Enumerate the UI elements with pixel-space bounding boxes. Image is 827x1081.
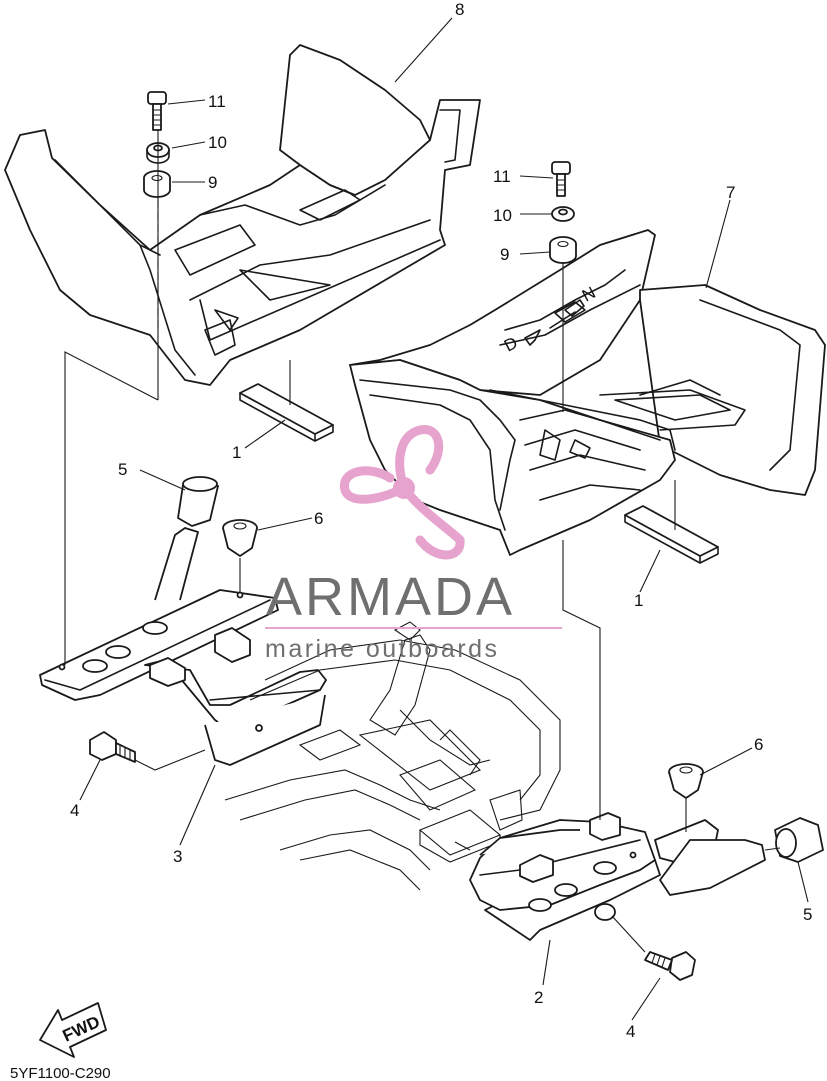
bolt-part-4-right (644, 951, 696, 981)
left-bracket-part-3 (39, 527, 327, 766)
grommet-part-6-right (668, 763, 704, 799)
bolt-part-11-left (147, 91, 167, 131)
right-bracket-part-2 (469, 812, 766, 941)
callout-11-right: 11 (493, 167, 511, 186)
grommet-part-6-left (222, 519, 258, 557)
propeller-hub (393, 477, 415, 499)
grommet-part-9-left (143, 170, 171, 198)
rubber-pad-part-1-left (239, 383, 334, 442)
watermark-brand: ARMADA (266, 567, 515, 627)
callout-2: 2 (534, 988, 543, 1007)
left-footrest-part-8 (4, 44, 481, 386)
callout-9-right: 9 (500, 245, 509, 264)
callout-6-left: 6 (314, 509, 323, 528)
fwd-arrow-icon (39, 1002, 107, 1058)
callout-1-right: 1 (634, 591, 643, 610)
callout-4-left: 4 (70, 801, 79, 820)
callout-10-left: 10 (208, 133, 227, 152)
callout-6-right: 6 (754, 735, 763, 754)
fwd-arrow: FWD (39, 1002, 107, 1058)
right-footrest-part-7 (349, 229, 826, 556)
callout-3: 3 (173, 847, 182, 866)
callout-4-right: 4 (626, 1022, 635, 1041)
watermark-tagline: marine outboards (265, 635, 500, 663)
bolt-part-4-left (89, 731, 136, 763)
callout-8: 8 (455, 0, 464, 19)
callout-11-left: 11 (208, 92, 226, 111)
rubber-pad-part-1-right (624, 505, 719, 564)
callout-5-left: 5 (118, 460, 127, 479)
callout-labels: 8 11 10 9 1 5 6 4 3 7 11 10 9 1 6 5 2 4 (70, 0, 812, 1041)
callout-5-right: 5 (803, 905, 812, 924)
diagram-code: 5YF1100-C290 (10, 1065, 111, 1081)
propeller-logo-icon (340, 425, 465, 560)
washer-part-10-right (551, 206, 575, 222)
callout-1-left: 1 (232, 443, 241, 462)
armada-watermark: ARMADA marine outboards (265, 425, 562, 663)
assembly-lines (64, 130, 781, 953)
callout-10-right: 10 (493, 206, 512, 225)
frame-outline (224, 621, 561, 891)
grommet-part-9-right (549, 236, 577, 264)
callout-9-left: 9 (208, 173, 217, 192)
callout-7: 7 (726, 183, 735, 202)
bolt-part-11-right (551, 161, 571, 197)
spacer-part-5-right (774, 817, 824, 863)
spacer-part-5-left (177, 476, 219, 527)
callout-leaders (79, 17, 809, 1021)
shift-arrow-icon-2 (564, 299, 585, 317)
